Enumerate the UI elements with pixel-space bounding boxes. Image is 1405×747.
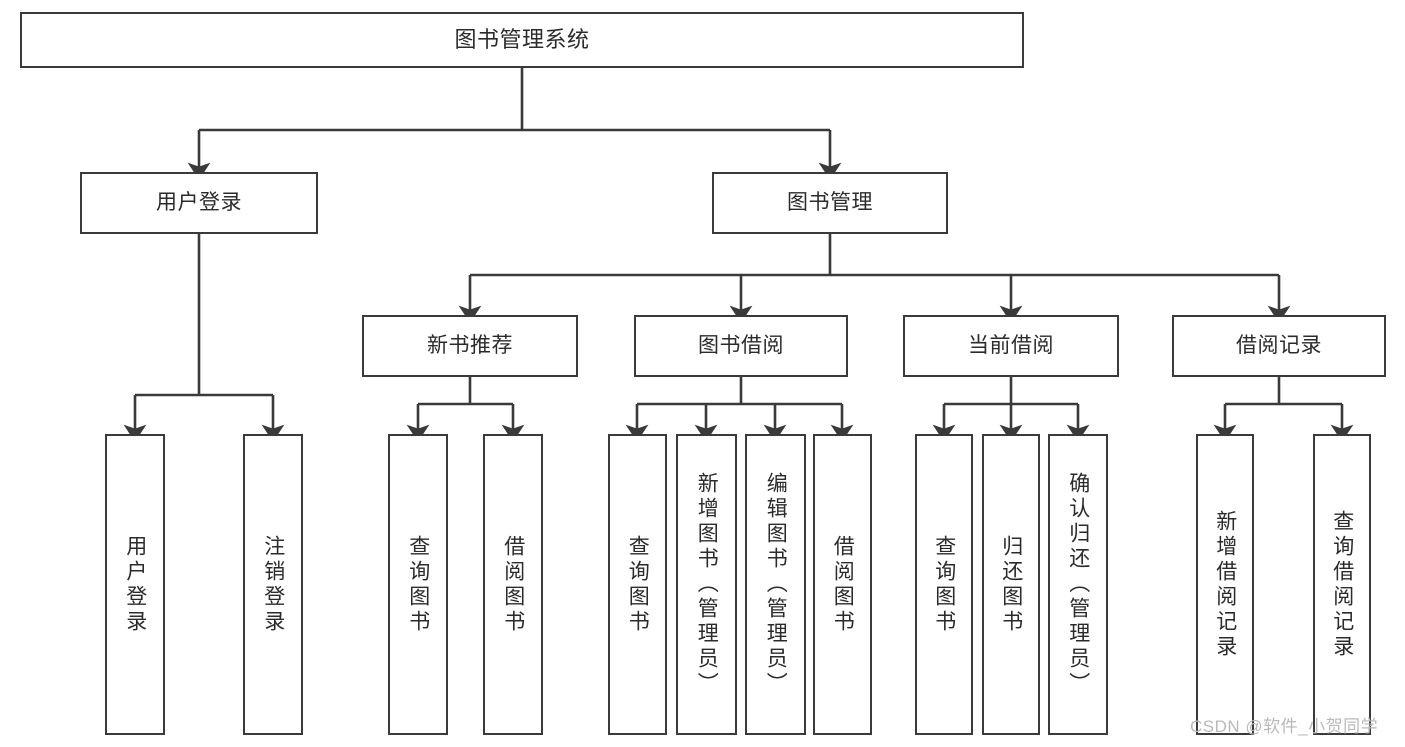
leaf-node-6[interactable]: 编辑图书（管理员） [745,434,806,735]
leaf-node-5[interactable]: 新增图书（管理员） [676,434,737,735]
level2-node-label: 图书管理 [787,191,873,215]
leaf-node-label: 编辑图书（管理员） [764,472,788,697]
level2-node-label: 用户登录 [156,191,242,215]
leaf-node-11[interactable]: 新增借阅记录 [1196,434,1254,735]
leaf-node-7[interactable]: 借阅图书 [813,434,872,735]
leaf-node-3[interactable]: 借阅图书 [483,434,543,735]
level3-node-label: 图书借阅 [698,334,784,358]
level3-node-3[interactable]: 借阅记录 [1172,315,1386,377]
leaf-node-label: 用户登录 [123,534,147,635]
root-node-0[interactable]: 图书管理系统 [20,12,1024,68]
level3-node-label: 当前借阅 [968,334,1054,358]
leaf-node-12[interactable]: 查询借阅记录 [1313,434,1371,735]
leaf-node-10[interactable]: 确认归还（管理员） [1048,434,1108,735]
root-node-label: 图书管理系统 [454,26,590,52]
leaf-node-label: 新增图书（管理员） [695,472,719,697]
leaf-node-label: 归还图书 [999,534,1023,635]
leaf-node-8[interactable]: 查询图书 [915,434,973,735]
leaf-node-2[interactable]: 查询图书 [388,434,448,735]
leaf-node-label: 注销登录 [261,534,285,635]
leaf-node-label: 新增借阅记录 [1213,509,1237,660]
leaf-node-label: 查询图书 [626,534,650,635]
leaf-node-9[interactable]: 归还图书 [982,434,1040,735]
leaf-node-1[interactable]: 注销登录 [243,434,303,735]
leaf-node-4[interactable]: 查询图书 [608,434,667,735]
leaf-node-label: 借阅图书 [831,534,855,635]
level3-node-label: 借阅记录 [1236,334,1322,358]
level3-node-1[interactable]: 图书借阅 [634,315,848,377]
level3-node-label: 新书推荐 [427,334,513,358]
leaf-node-label: 查询借阅记录 [1330,509,1354,660]
level3-node-2[interactable]: 当前借阅 [903,315,1119,377]
leaf-node-label: 确认归还（管理员） [1066,472,1090,697]
level3-node-0[interactable]: 新书推荐 [362,315,578,377]
leaf-node-label: 查询图书 [406,534,430,635]
leaf-node-0[interactable]: 用户登录 [105,434,165,735]
level2-node-1[interactable]: 图书管理 [712,172,948,234]
leaf-node-label: 借阅图书 [501,534,525,635]
leaf-node-label: 查询图书 [932,534,956,635]
level2-node-0[interactable]: 用户登录 [80,172,318,234]
